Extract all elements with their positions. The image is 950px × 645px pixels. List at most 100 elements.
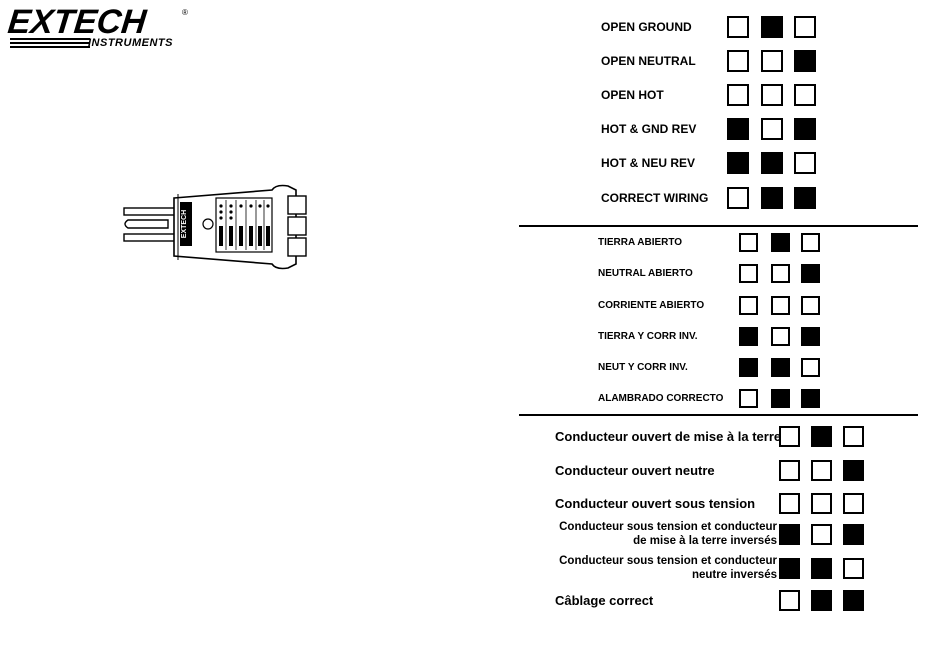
logo-wordmark: EXTECH — [6, 3, 148, 41]
status-label-line-1: Conducteur sous tension et conducteur — [559, 521, 777, 533]
status-row: OPEN HOT — [601, 84, 664, 106]
indicator-light-on — [843, 524, 864, 545]
spanish-legend: TIERRA ABIERTO NEUTRAL ABIERTO CORRIENTE A… — [598, 232, 838, 412]
indicator-light-off — [739, 233, 758, 252]
indicator-light-on — [771, 389, 790, 408]
device-badge-text: EXTECH — [181, 210, 188, 238]
status-label: NEUTRAL ABIERTO — [598, 268, 693, 279]
status-row: HOT & NEU REV — [601, 152, 695, 174]
indicator-light-off — [811, 460, 832, 481]
indicator-light-off — [727, 84, 749, 106]
indicator-light-on — [771, 358, 790, 377]
logo-subline: INSTRUMENTS — [88, 37, 173, 49]
indicator-light-on — [761, 187, 783, 209]
registered-mark: ® — [182, 8, 188, 17]
indicator-light-on — [739, 358, 758, 377]
status-row: NEUT Y CORR INV. — [598, 358, 688, 377]
status-row: OPEN GROUND — [601, 16, 692, 38]
indicator-light-off — [779, 460, 800, 481]
indicator-light-on — [811, 558, 832, 579]
status-row: ALAMBRADO CORRECTO — [598, 389, 723, 408]
status-label: HOT & NEU REV — [601, 156, 696, 170]
indicator-light-off — [843, 558, 864, 579]
status-row: OPEN NEUTRAL — [601, 50, 696, 72]
indicator-light-off — [761, 84, 783, 106]
indicator-light-on — [801, 389, 820, 408]
status-label-line-2: de mise à la terre inversés — [633, 535, 777, 547]
status-row: Conducteur ouvert de mise à la terre — [555, 426, 781, 447]
indicator-light-on — [794, 50, 816, 72]
status-row: NEUTRAL ABIERTO — [598, 264, 693, 283]
indicator-light-on — [727, 118, 749, 140]
indicator-light-off — [794, 84, 816, 106]
indicator-light-on — [761, 16, 783, 38]
indicator-light-on — [794, 118, 816, 140]
indicator-light-off — [727, 50, 749, 72]
status-label: NEUT Y CORR INV. — [598, 362, 688, 373]
indicator-light-off — [779, 493, 800, 514]
indicator-light-off — [779, 590, 800, 611]
extech-logo: EXTECH ® INSTRUMENTS — [6, 3, 188, 49]
english-legend: OPEN GROUND OPEN NEUTRAL OPEN HOT HOT & GND… — [601, 14, 841, 214]
indicator-light-on — [843, 590, 864, 611]
indicator-light-off — [811, 524, 832, 545]
status-label: Conducteur sous tension et conducteur neu… — [555, 554, 777, 582]
indicator-light-off — [771, 264, 790, 283]
indicator-light-off — [739, 296, 758, 315]
status-label: CORRIENTE ABIERTO — [598, 300, 705, 311]
indicator-light-off — [801, 233, 820, 252]
indicator-light-off — [739, 389, 758, 408]
status-row: Conducteur ouvert neutre — [555, 460, 715, 481]
indicator-light-off — [843, 493, 864, 514]
status-row: TIERRA ABIERTO — [598, 233, 682, 252]
status-label: OPEN HOT — [601, 88, 664, 102]
indicator-light-on — [843, 460, 864, 481]
status-label: Conducteur ouvert neutre — [555, 463, 715, 478]
outlet-tester-illustration: EXTECH — [123, 184, 307, 270]
indicator-light-off — [794, 152, 816, 174]
status-label: TIERRA ABIERTO — [598, 237, 683, 248]
status-label: Câblage correct — [555, 593, 654, 608]
section-divider — [519, 225, 918, 227]
status-row: Conducteur ouvert sous tension — [555, 493, 755, 514]
indicator-light-on — [801, 264, 820, 283]
status-label: OPEN NEUTRAL — [601, 54, 696, 68]
indicator-light-on — [779, 524, 800, 545]
status-label: CORRECT WIRING — [601, 191, 709, 205]
indicator-light-off — [727, 187, 749, 209]
status-label: ALAMBRADO CORRECTO — [598, 393, 724, 404]
indicator-light-on — [811, 590, 832, 611]
indicator-light-off — [794, 16, 816, 38]
indicator-light-on — [811, 426, 832, 447]
logo-stripes — [10, 38, 90, 48]
status-row: CORRECT WIRING — [601, 187, 708, 209]
indicator-light-off — [727, 16, 749, 38]
indicator-light-off — [779, 426, 800, 447]
indicator-light-off — [761, 50, 783, 72]
indicator-light-on — [761, 152, 783, 174]
indicator-light-on — [727, 152, 749, 174]
indicator-light-on — [801, 327, 820, 346]
status-row: HOT & GND REV — [601, 118, 696, 140]
status-label: Conducteur ouvert de mise à la terre — [555, 429, 782, 444]
indicator-light-off — [801, 358, 820, 377]
status-label: TIERRA Y CORR INV. — [598, 331, 698, 342]
indicator-light-on — [779, 558, 800, 579]
indicator-light-on — [794, 187, 816, 209]
status-label: Conducteur ouvert sous tension — [555, 496, 756, 511]
status-label: Conducteur sous tension et conducteur de … — [555, 520, 777, 548]
status-row: Câblage correct — [555, 590, 653, 611]
indicator-light-off — [771, 327, 790, 346]
status-row: CORRIENTE ABIERTO — [598, 296, 704, 315]
status-label-line-2: neutre inversés — [691, 569, 777, 581]
section-divider — [519, 414, 918, 416]
indicator-light-off — [761, 118, 783, 140]
indicator-light-on — [739, 327, 758, 346]
indicator-light-off — [771, 296, 790, 315]
status-label: OPEN GROUND — [601, 20, 692, 34]
status-row: TIERRA Y CORR INV. — [598, 327, 697, 346]
indicator-light-off — [739, 264, 758, 283]
indicator-light-off — [843, 426, 864, 447]
status-label-line-1: Conducteur sous tension et conducteur — [559, 555, 777, 567]
